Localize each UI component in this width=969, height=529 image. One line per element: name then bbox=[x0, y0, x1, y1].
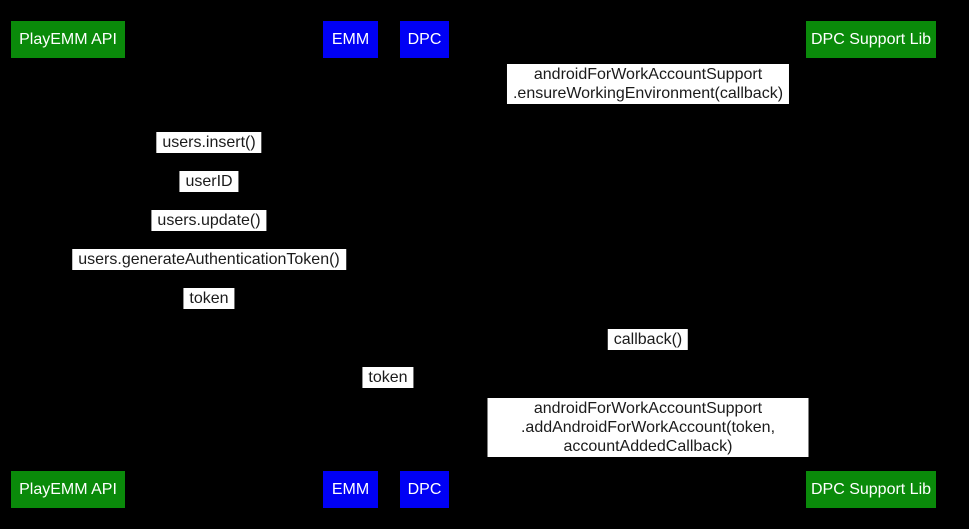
actor-dpc-support-lib-bottom: DPC Support Lib bbox=[806, 471, 936, 508]
actor-label: DPC Support Lib bbox=[810, 30, 932, 48]
actor-dpc-top: DPC bbox=[400, 21, 449, 58]
message-callback: callback() bbox=[607, 329, 689, 350]
actor-label: DPC Support Lib bbox=[810, 480, 932, 498]
actor-playemm-api-bottom: PlayEMM API bbox=[11, 471, 125, 508]
actor-dpc-bottom: DPC bbox=[400, 471, 449, 508]
actor-emm-bottom: EMM bbox=[323, 471, 378, 508]
actor-label: PlayEMM API bbox=[19, 30, 117, 48]
message-user-id: userID bbox=[179, 171, 239, 192]
actor-label: DPC bbox=[407, 30, 442, 48]
message-ensure-working-environment: androidForWorkAccountSupport .ensureWork… bbox=[506, 64, 790, 104]
actor-label: DPC bbox=[407, 480, 442, 498]
message-token-forward: token bbox=[362, 367, 414, 388]
actor-emm-top: EMM bbox=[323, 21, 378, 58]
message-users-insert: users.insert() bbox=[156, 132, 262, 153]
message-add-android-for-work-account: androidForWorkAccountSupport .addAndroid… bbox=[487, 398, 809, 457]
message-generate-authentication-token: users.generateAuthenticationToken() bbox=[72, 249, 346, 270]
message-token-return: token bbox=[183, 288, 235, 309]
actor-dpc-support-lib-top: DPC Support Lib bbox=[806, 21, 936, 58]
message-users-update: users.update() bbox=[151, 210, 267, 231]
actor-label: EMM bbox=[331, 480, 370, 498]
actor-playemm-api-top: PlayEMM API bbox=[11, 21, 125, 58]
actor-label: EMM bbox=[331, 30, 370, 48]
actor-label: PlayEMM API bbox=[19, 480, 117, 498]
